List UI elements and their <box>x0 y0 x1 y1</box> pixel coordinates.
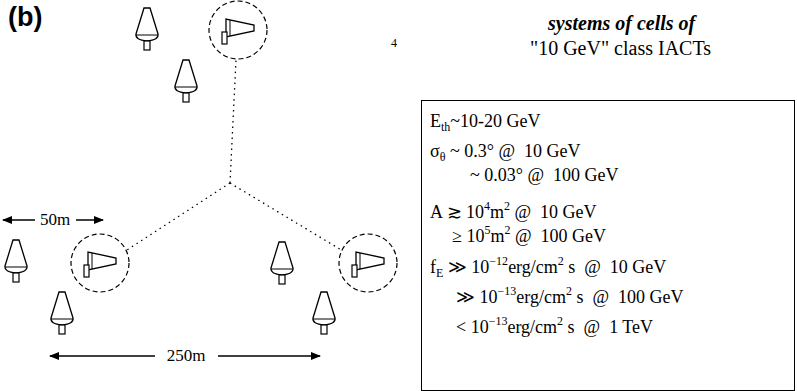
heading-text: "10 GeV" class IACTs <box>530 37 711 60</box>
spec-text: ≫ 10 <box>456 287 498 307</box>
superscript: −13 <box>489 314 508 328</box>
dimension-label: 250m <box>167 346 206 366</box>
superscript: −12 <box>489 254 508 268</box>
superscript: 2 <box>557 314 563 328</box>
spec-line: ≫ 10−13erg/cm2 s @ 100 GeV <box>456 281 684 307</box>
spec-text: @ 10 GeV <box>510 202 597 222</box>
heading-text: systems of cells of <box>548 12 695 35</box>
spec-line: fE ≫ 10−12erg/cm2 s @ 10 GeV <box>430 251 666 283</box>
superscript: 2 <box>558 254 564 268</box>
spec-text: erg/cm <box>508 257 558 277</box>
superscript: 2 <box>504 223 510 237</box>
dimension-label: 50m <box>40 210 70 230</box>
spec-text: m <box>490 226 504 246</box>
spec-text: s @ 1 TeV <box>563 317 653 337</box>
spec-line: σθ ~ 0.3° @ 10 GeV <box>430 141 580 167</box>
spec-line: ≥ 105m2 @ 100 GeV <box>452 220 606 246</box>
spec-line: A ≳ 104m2 @ 10 GeV <box>430 196 597 222</box>
subscript: th <box>441 120 450 134</box>
spec-text: m <box>490 202 504 222</box>
panel-letter: (b) <box>8 2 42 33</box>
spec-text: ~ 0.3° @ 10 GeV <box>445 141 580 161</box>
superscript: 4 <box>484 199 490 213</box>
spec-text: @ 100 GeV <box>510 226 606 246</box>
spec-text: s @ 10 GeV <box>564 257 667 277</box>
subscript: E <box>436 266 443 280</box>
spec-line: Eth~10-20 GeV <box>430 111 541 137</box>
superscript: 5 <box>484 223 490 237</box>
subscript: θ <box>440 150 446 164</box>
spec-text: f <box>430 257 436 277</box>
spec-text: s @ 100 GeV <box>572 287 684 307</box>
callout-number: 4 <box>391 36 397 51</box>
superscript: 2 <box>504 199 510 213</box>
spec-text: ~10-20 GeV <box>450 111 540 131</box>
spec-text: < 10 <box>456 317 489 337</box>
spec-text: erg/cm <box>516 287 566 307</box>
spec-line: < 10−13erg/cm2 s @ 1 TeV <box>456 311 653 337</box>
dimension-arrows <box>3 220 320 356</box>
spec-text: σ <box>430 141 440 161</box>
spec-text: E <box>430 111 441 131</box>
spec-line: ~ 0.03° @ 100 GeV <box>470 165 619 185</box>
spec-text: erg/cm <box>507 317 557 337</box>
spec-text: ≫ 10 <box>443 257 489 277</box>
superscript: −13 <box>498 284 517 298</box>
spec-box: Eth~10-20 GeVσθ ~ 0.3° @ 10 GeV~ 0.03° @… <box>421 100 795 391</box>
spec-text: ~ 0.03° @ 100 GeV <box>470 165 619 185</box>
superscript: 2 <box>566 284 572 298</box>
cell-links <box>127 60 343 251</box>
cell-circles <box>71 1 397 292</box>
spec-text: A ≳ 10 <box>430 202 484 222</box>
spec-text: ≥ 10 <box>452 226 484 246</box>
